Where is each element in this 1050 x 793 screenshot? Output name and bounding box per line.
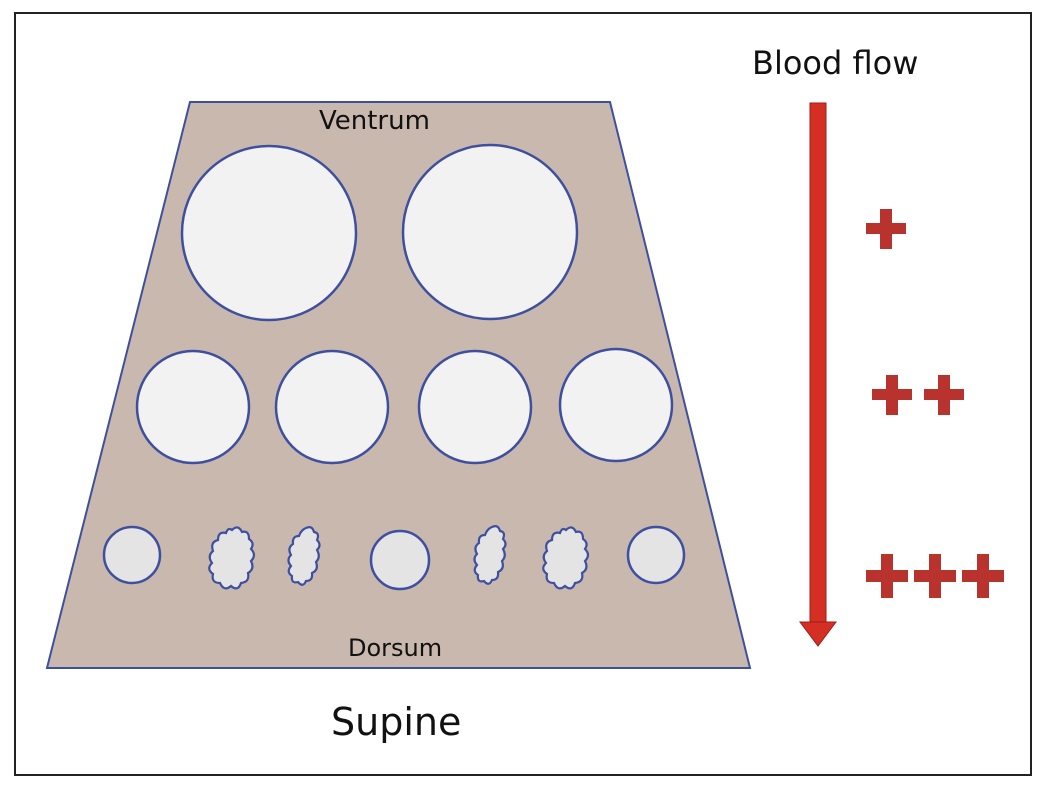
alveolus-collapsed bbox=[473, 525, 507, 585]
alveolus-open-small bbox=[626, 525, 686, 585]
blood-flow-label: Blood flow bbox=[752, 44, 919, 82]
alveolus-collapsed bbox=[287, 526, 321, 586]
alveoli-row-ventral bbox=[180, 143, 579, 322]
dorsum-label: Dorsum bbox=[348, 634, 443, 662]
alveolus-open-medium bbox=[558, 347, 674, 463]
alveolus-collapsed bbox=[208, 526, 256, 590]
alveolus-open-medium bbox=[274, 349, 390, 465]
perfusion-marker-medium bbox=[872, 375, 964, 415]
alveolus-open-medium bbox=[417, 349, 533, 465]
alveoli-row-middle bbox=[135, 347, 674, 465]
perfusion-marker-high bbox=[866, 554, 1004, 598]
alveolus-open-large bbox=[180, 144, 358, 322]
blood-flow-arrow bbox=[799, 102, 837, 647]
alveoli-row-dorsal bbox=[102, 525, 686, 591]
alveolus-open-small bbox=[369, 529, 431, 591]
alveolus-open-medium bbox=[135, 349, 251, 465]
position-label: Supine bbox=[331, 700, 462, 744]
alveolus-collapsed bbox=[542, 526, 590, 590]
ventrum-label: Ventrum bbox=[319, 106, 430, 136]
alveolus-open-small bbox=[102, 525, 162, 585]
alveolus-open-large bbox=[401, 143, 579, 321]
perfusion-marker-low bbox=[866, 209, 906, 249]
